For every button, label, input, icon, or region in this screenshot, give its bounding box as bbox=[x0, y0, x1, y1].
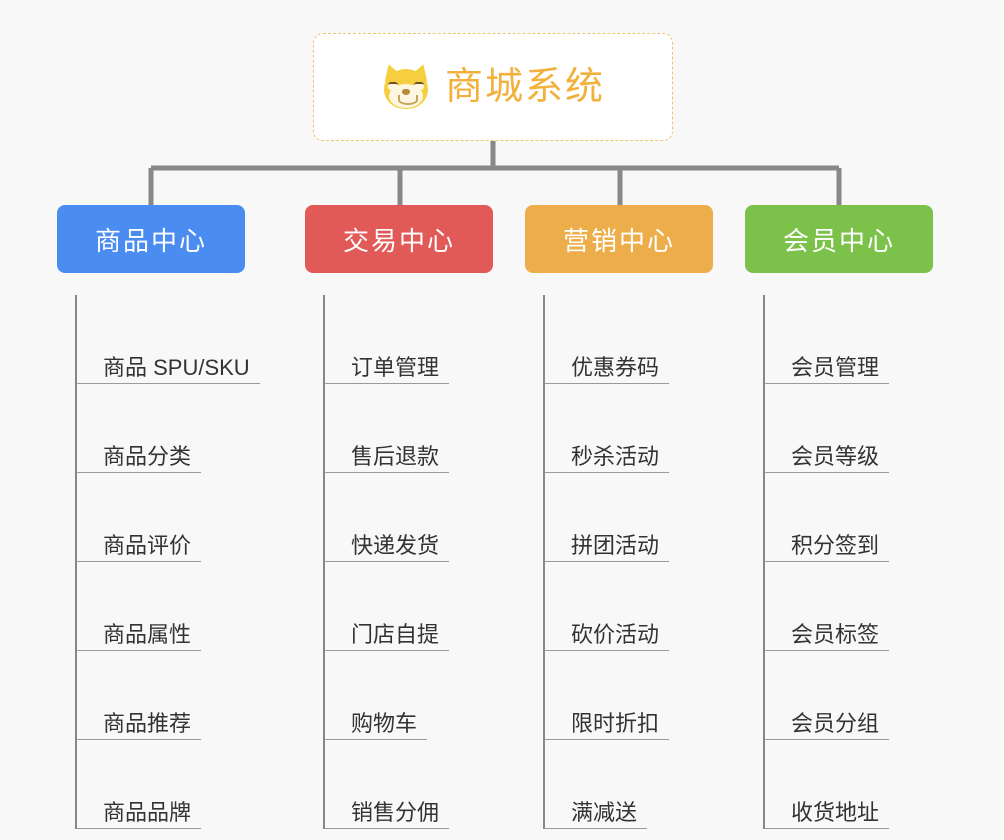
leaf-underline bbox=[323, 738, 428, 740]
leaf-label: 商品 SPU/SKU bbox=[103, 354, 250, 380]
leaf-label: 订单管理 bbox=[351, 354, 440, 380]
leaf-label: 购物车 bbox=[351, 710, 418, 736]
leaf-underline bbox=[763, 382, 890, 384]
branch-header-marketing-center[interactable]: 营销中心 bbox=[525, 205, 713, 273]
root-title: 商城系统 bbox=[444, 66, 605, 108]
leaf-label: 满减送 bbox=[571, 799, 638, 825]
list-item[interactable]: 会员分组 bbox=[763, 651, 933, 740]
leaf-underline bbox=[75, 827, 202, 829]
leaf-underline bbox=[543, 471, 670, 473]
leaf-underline bbox=[763, 738, 890, 740]
list-item[interactable]: 会员标签 bbox=[763, 562, 933, 651]
list-item[interactable]: 购物车 bbox=[323, 651, 493, 740]
leaf-label: 积分签到 bbox=[791, 532, 880, 558]
leaf-label: 秒杀活动 bbox=[571, 443, 660, 469]
list-item[interactable]: 商品 SPU/SKU bbox=[75, 295, 260, 384]
list-item[interactable]: 商品分类 bbox=[75, 384, 245, 473]
branch-header-product-center[interactable]: 商品中心 bbox=[57, 205, 245, 273]
branch-product-center: 商品中心 商品 SPU/SKU 商品分类 商品评价 商品属性 商品推荐 bbox=[57, 205, 260, 829]
leaf-label: 商品属性 bbox=[103, 621, 192, 647]
list-item[interactable]: 限时折扣 bbox=[543, 651, 713, 740]
leaf-underline bbox=[323, 649, 450, 651]
leaf-label: 收货地址 bbox=[791, 799, 880, 825]
list-item[interactable]: 销售分佣 bbox=[323, 740, 493, 829]
leaf-label: 砍价活动 bbox=[571, 621, 660, 647]
leaf-list-trade-center: 订单管理 售后退款 快递发货 门店自提 购物车 销售分佣 bbox=[305, 295, 493, 829]
branch-spine bbox=[763, 295, 765, 829]
leaf-underline bbox=[763, 560, 890, 562]
branch-title: 营销中心 bbox=[562, 225, 675, 256]
list-item[interactable]: 砍价活动 bbox=[543, 562, 713, 651]
leaf-underline bbox=[323, 471, 450, 473]
root-node[interactable]: 商城系统 bbox=[313, 33, 673, 141]
leaf-underline bbox=[323, 382, 450, 384]
leaf-label: 会员管理 bbox=[791, 354, 880, 380]
leaf-list-marketing-center: 优惠券码 秒杀活动 拼团活动 砍价活动 限时折扣 满减送 bbox=[525, 295, 713, 829]
leaf-underline bbox=[763, 649, 890, 651]
leaf-label: 拼团活动 bbox=[571, 532, 660, 558]
leaf-underline bbox=[543, 649, 670, 651]
leaf-underline bbox=[75, 649, 202, 651]
branch-title: 会员中心 bbox=[782, 225, 895, 256]
leaf-label: 商品评价 bbox=[103, 532, 192, 558]
leaf-underline bbox=[543, 382, 670, 384]
leaf-underline bbox=[75, 382, 260, 384]
branch-title: 交易中心 bbox=[342, 225, 455, 256]
list-item[interactable]: 会员管理 bbox=[763, 295, 933, 384]
list-item[interactable]: 收货地址 bbox=[763, 740, 933, 829]
leaf-label: 限时折扣 bbox=[571, 710, 660, 736]
list-item[interactable]: 门店自提 bbox=[323, 562, 493, 651]
list-item[interactable]: 积分签到 bbox=[763, 473, 933, 562]
leaf-label: 会员分组 bbox=[791, 710, 880, 736]
dog-face-icon bbox=[380, 61, 432, 112]
branch-member-center: 会员中心 会员管理 会员等级 积分签到 会员标签 会员分组 bbox=[745, 205, 933, 829]
leaf-underline bbox=[323, 827, 450, 829]
list-item[interactable]: 商品品牌 bbox=[75, 740, 245, 829]
branch-spine bbox=[75, 295, 77, 829]
list-item[interactable]: 商品推荐 bbox=[75, 651, 245, 740]
leaf-label: 售后退款 bbox=[351, 443, 440, 469]
leaf-list-product-center: 商品 SPU/SKU 商品分类 商品评价 商品属性 商品推荐 商品品牌 bbox=[57, 295, 260, 829]
list-item[interactable]: 订单管理 bbox=[323, 295, 493, 384]
list-item[interactable]: 商品评价 bbox=[75, 473, 245, 562]
leaf-underline bbox=[763, 471, 890, 473]
list-item[interactable]: 售后退款 bbox=[323, 384, 493, 473]
leaf-list-member-center: 会员管理 会员等级 积分签到 会员标签 会员分组 收货地址 bbox=[745, 295, 933, 829]
leaf-underline bbox=[543, 560, 670, 562]
branch-trade-center: 交易中心 订单管理 售后退款 快递发货 门店自提 购物车 bbox=[305, 205, 493, 829]
list-item[interactable]: 优惠券码 bbox=[543, 295, 713, 384]
leaf-underline bbox=[75, 471, 202, 473]
list-item[interactable]: 会员等级 bbox=[763, 384, 933, 473]
branch-spine bbox=[323, 295, 325, 829]
leaf-label: 商品品牌 bbox=[103, 799, 192, 825]
list-item[interactable]: 秒杀活动 bbox=[543, 384, 713, 473]
branch-header-member-center[interactable]: 会员中心 bbox=[745, 205, 933, 273]
branch-spine bbox=[543, 295, 545, 829]
leaf-label: 快递发货 bbox=[351, 532, 440, 558]
leaf-underline bbox=[75, 560, 202, 562]
list-item[interactable]: 商品属性 bbox=[75, 562, 245, 651]
leaf-underline bbox=[543, 827, 648, 829]
branch-title: 商品中心 bbox=[94, 225, 207, 256]
leaf-underline bbox=[323, 560, 450, 562]
leaf-label: 会员标签 bbox=[791, 621, 880, 647]
leaf-underline bbox=[763, 827, 890, 829]
leaf-label: 优惠券码 bbox=[571, 354, 660, 380]
list-item[interactable]: 快递发货 bbox=[323, 473, 493, 562]
leaf-label: 门店自提 bbox=[351, 621, 440, 647]
branch-header-trade-center[interactable]: 交易中心 bbox=[305, 205, 493, 273]
leaf-label: 会员等级 bbox=[791, 443, 880, 469]
leaf-underline bbox=[75, 738, 202, 740]
leaf-underline bbox=[543, 738, 670, 740]
list-item[interactable]: 满减送 bbox=[543, 740, 713, 829]
list-item[interactable]: 拼团活动 bbox=[543, 473, 713, 562]
leaf-label: 商品分类 bbox=[103, 443, 192, 469]
branch-marketing-center: 营销中心 优惠券码 秒杀活动 拼团活动 砍价活动 限时折扣 bbox=[525, 205, 713, 829]
leaf-label: 销售分佣 bbox=[351, 799, 440, 825]
leaf-label: 商品推荐 bbox=[103, 710, 192, 736]
